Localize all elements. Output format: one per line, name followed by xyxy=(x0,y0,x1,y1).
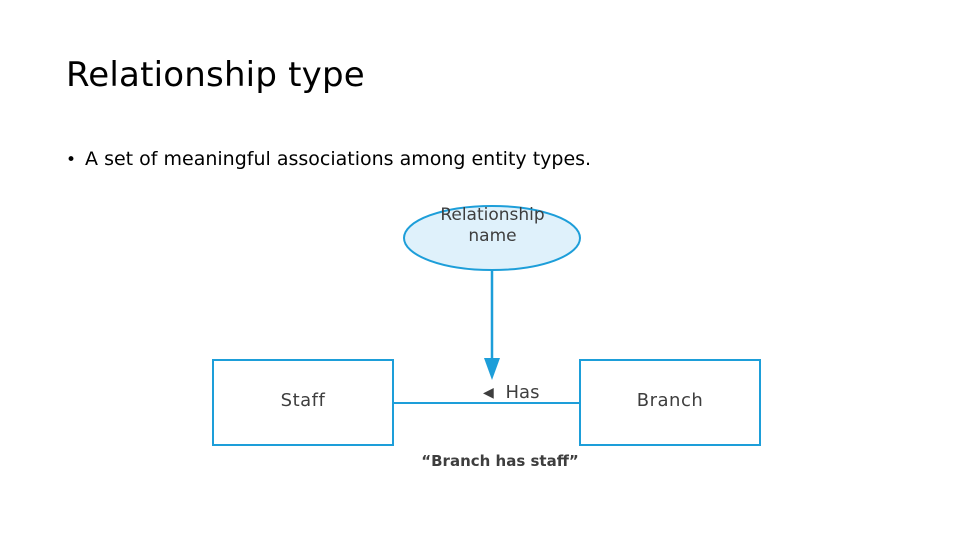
diagram-caption: “Branch has staff” xyxy=(421,452,579,470)
relationship-name-line2: name xyxy=(468,226,517,247)
bullet-list-item: • A set of meaningful associations among… xyxy=(66,148,591,170)
bullet-item-text: A set of meaningful associations among e… xyxy=(85,148,592,170)
entity-label-branch: Branch xyxy=(636,390,704,411)
relationship-label-group: ◀ Has xyxy=(483,382,539,403)
page-title: Relationship type xyxy=(66,55,365,95)
pointer-arrow-head xyxy=(484,358,500,380)
er-diagram-shapes xyxy=(212,205,761,446)
direction-marker-icon: ◀ xyxy=(483,385,494,401)
relationship-name-text: Relationship name xyxy=(410,205,575,248)
bullet-marker: • xyxy=(66,150,77,170)
relationship-name-line1: Relationship xyxy=(440,205,545,225)
relationship-label-text: Has xyxy=(505,382,540,403)
entity-label-staff: Staff xyxy=(280,390,326,411)
er-diagram: Relationship name Staff Branch ◀ Has “Br… xyxy=(200,190,800,490)
